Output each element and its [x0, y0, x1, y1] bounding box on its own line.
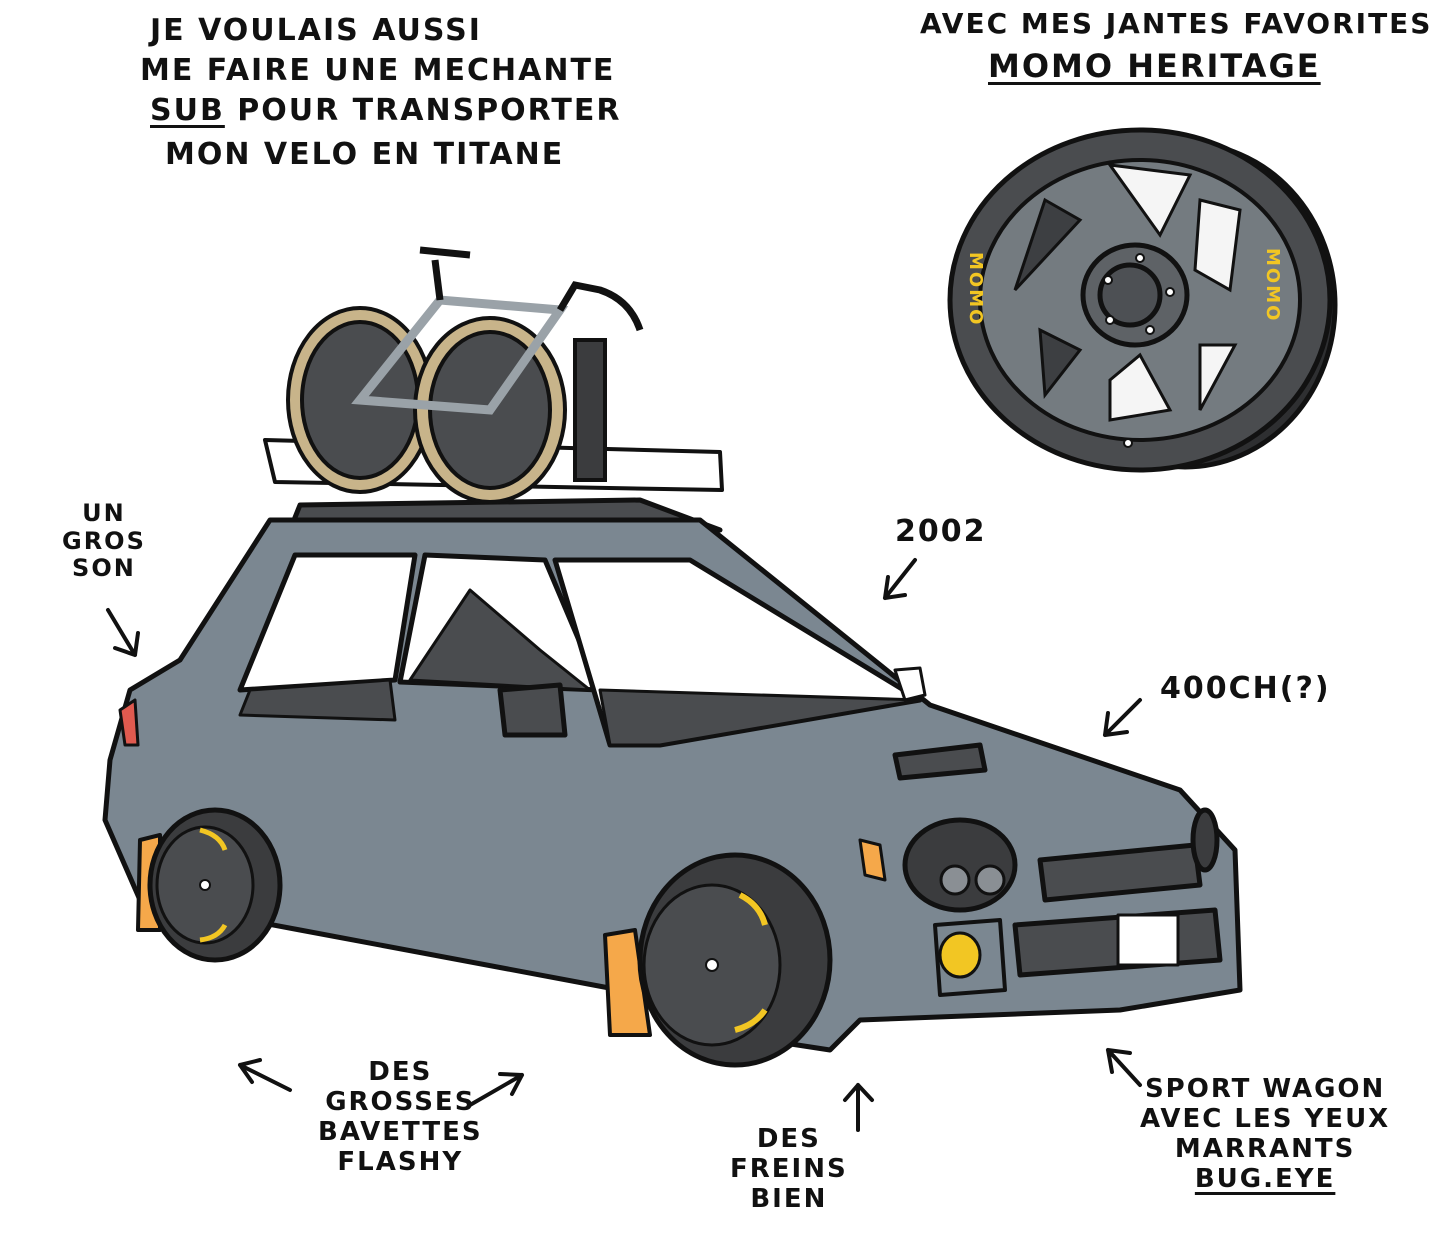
- intro-line-3: SUB POUR TRANSPORTER: [150, 93, 622, 129]
- note-wagon-line-2: AVEC LES YEUX: [1140, 1103, 1391, 1134]
- wheel-caption-line-1: AVEC MES JANTES FAVORiTES: [920, 7, 1433, 40]
- note-sound-line-2: GROS: [62, 526, 146, 555]
- note-wagon-line-1: SPORT WAGON: [1144, 1074, 1386, 1104]
- wheel-brand-right: MOMO: [1262, 248, 1283, 323]
- wheel-brand-left: MOMO: [965, 252, 986, 327]
- note-mudflaps-line-3: BAVETTES: [318, 1116, 483, 1147]
- note-year: 2002: [895, 514, 987, 549]
- note-bugeye: BUG.EYE: [1194, 1163, 1336, 1194]
- momo-wheel: [947, 127, 1338, 473]
- note-brakes-line-3: BiEN: [750, 1183, 828, 1214]
- note-mudflaps-line-2: GROSSES: [325, 1086, 476, 1117]
- annotation-arrows: [106, 558, 1142, 1132]
- note-mudflaps-line-4: FLASHY: [337, 1146, 464, 1177]
- note-sound-line-1: UN: [82, 499, 126, 527]
- wheel-caption-line-2: MOMO HERiTAGE: [988, 47, 1321, 85]
- note-wagon: SPORT WAGON AVEC LES YEUX MARRANTS BUG.E…: [1140, 1074, 1391, 1195]
- intro-line-1: JE VOULAIS AUSSi: [150, 13, 482, 48]
- note-mudflaps-line-1: DES: [368, 1057, 433, 1087]
- intro-line-3-rest: POUR TRANSPORTER: [224, 93, 622, 128]
- note-brakes-line-1: DES: [756, 1124, 821, 1154]
- note-sound: UN GROS SON: [62, 499, 146, 583]
- note-wagon-line-3: MARRANTS: [1174, 1133, 1356, 1164]
- intro-line-2: ME FAiRE UNE MECHANTE: [140, 53, 616, 88]
- note-brakes-line-2: FREiNS: [730, 1153, 848, 1184]
- car: [102, 438, 1243, 1068]
- note-brakes: DES FREiNS BiEN: [730, 1124, 848, 1215]
- note-sound-line-3: SON: [72, 554, 136, 583]
- note-power: 400CH(?): [1160, 671, 1331, 706]
- note-mudflaps: DES GROSSES BAVETTES FLASHY: [318, 1057, 483, 1178]
- intro-sub-word: SUB: [150, 93, 225, 128]
- intro-line-4: MON VELO EN TiTANE: [165, 137, 565, 172]
- bicycle: [286, 246, 644, 504]
